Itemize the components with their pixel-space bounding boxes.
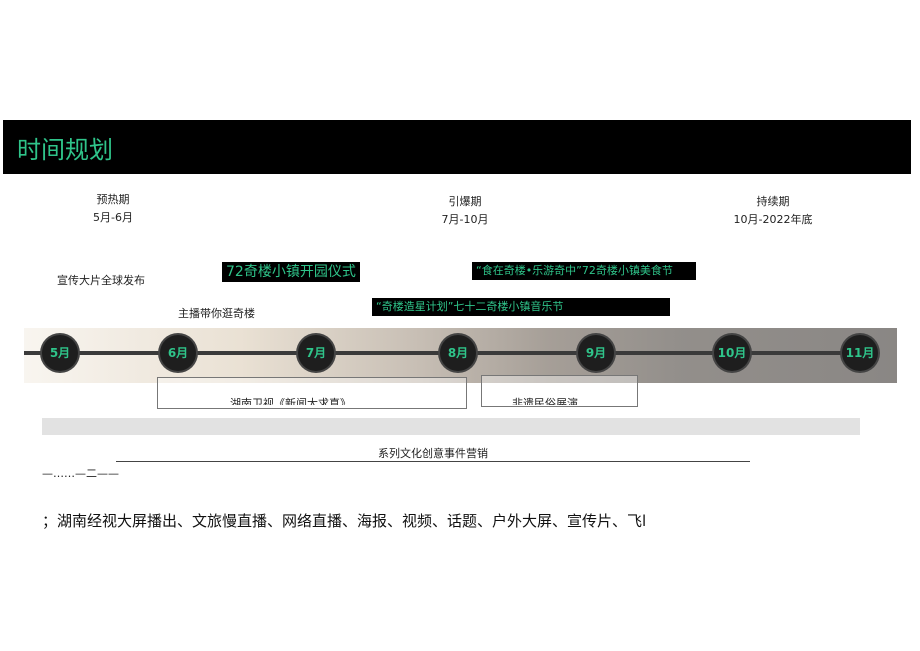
phase-warmup: 预热期 5月-6月 xyxy=(78,191,148,227)
month-node-september: 9月 xyxy=(578,335,614,371)
month-node-october: 10月 xyxy=(714,335,750,371)
month-node-may: 5月 xyxy=(42,335,78,371)
phase-sustain: 持续期 10月-2022年底 xyxy=(718,193,828,229)
page-title: 时间规划 xyxy=(17,136,113,164)
event-box-right xyxy=(481,375,638,407)
event-opening-ceremony: 72奇楼小镇开园仪式 xyxy=(222,262,360,282)
month-node-july: 7月 xyxy=(298,335,334,371)
event-box-left xyxy=(157,377,467,409)
channels-list: ；湖南经视大屏播出、文旅慢直播、网络直播、海报、视频、话题、户外大屏、宣传片、飞… xyxy=(42,512,647,530)
event-anchor-tour: 主播带你逛奇楼 xyxy=(178,307,255,320)
month-node-november: 11月 xyxy=(842,335,878,371)
event-global-release: 宣传大片全球发布 xyxy=(57,274,145,287)
summary-label: 系列文化创意事件营销 xyxy=(376,447,490,460)
month-node-june: 6月 xyxy=(160,335,196,371)
phase-sustain-range: 10月-2022年底 xyxy=(733,213,813,226)
grey-band xyxy=(42,418,860,435)
phase-burst-name: 引爆期 xyxy=(448,195,482,208)
cut-text-left: 湖南卫视《新闻大求真》 xyxy=(230,397,351,405)
cut-text-right: 非遗民俗展演 xyxy=(512,397,578,405)
month-node-august: 8月 xyxy=(440,335,476,371)
dash-row: —……—二—— xyxy=(42,467,119,480)
phase-sustain-name: 持续期 xyxy=(756,195,790,208)
header-bar: 时间规划 xyxy=(3,120,911,174)
phase-warmup-range: 5月-6月 xyxy=(93,211,133,224)
phase-burst: 引爆期 7月-10月 xyxy=(430,193,500,229)
event-food-festival: “食在奇楼•乐游奇中”72奇楼小镇美食节 xyxy=(472,262,696,280)
phase-warmup-name: 预热期 xyxy=(96,193,130,206)
phase-burst-range: 7月-10月 xyxy=(441,213,489,226)
event-music-festival: “奇楼造星计划”七十二奇楼小镇音乐节 xyxy=(372,298,670,316)
summary-line: 系列文化创意事件营销 xyxy=(116,447,750,462)
